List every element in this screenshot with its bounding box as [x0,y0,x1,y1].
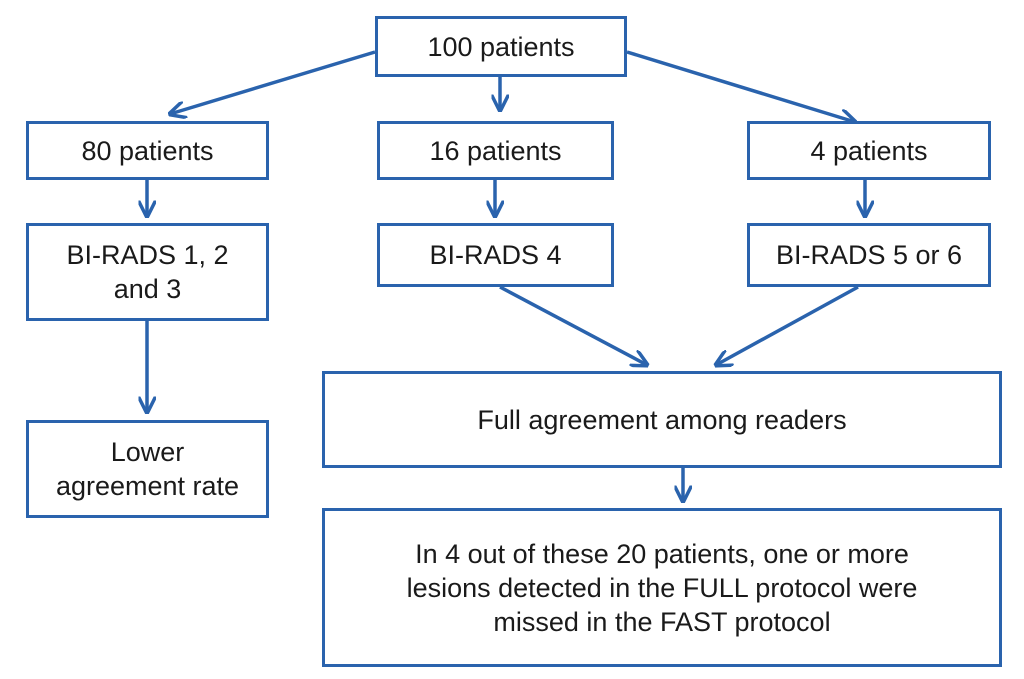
node-lower-agreement-rate: Lower agreement rate [26,420,269,518]
node-full-agreement: Full agreement among readers [322,371,1002,468]
node-birads-4: BI-RADS 4 [377,223,614,287]
node-16-patients: 16 patients [377,121,614,180]
node-80-patients: 80 patients [26,121,269,180]
arrow-total-to-4 [626,50,855,122]
node-birads-1-2-3: BI-RADS 1, 2 and 3 [26,223,269,321]
node-missed-lesions: In 4 out of these 20 patients, one or mo… [322,508,1002,667]
node-4-patients: 4 patients [747,121,991,180]
arrow-birads4-to-full [499,285,647,365]
node-birads-5-or-6: BI-RADS 5 or 6 [747,223,991,287]
arrow-total-to-80 [170,50,376,114]
arrow-birads56-to-full [716,285,859,365]
node-100-patients: 100 patients [375,16,627,77]
